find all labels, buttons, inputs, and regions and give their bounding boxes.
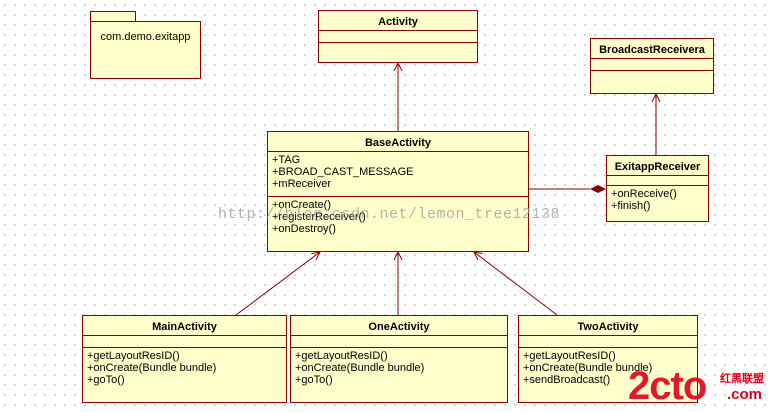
class-name: Activity bbox=[319, 11, 477, 31]
attribute-item: +mReceiver bbox=[272, 178, 331, 190]
composition-diamond bbox=[590, 185, 606, 193]
attributes-section bbox=[319, 31, 477, 43]
watermark-url: http://blog.csdn.net/lemon_tree12138 bbox=[218, 206, 561, 223]
methods-section: +onCreate() +registerReceiver() +onDestr… bbox=[268, 197, 528, 237]
class-two-activity[interactable]: TwoActivity +getLayoutResID() +onCreate(… bbox=[518, 315, 698, 403]
attributes-section bbox=[291, 336, 507, 348]
method-item: +onCreate() bbox=[272, 199, 332, 211]
class-name: MainActivity bbox=[83, 316, 286, 336]
methods-section: +getLayoutResID() +onCreate(Bundle bundl… bbox=[291, 348, 507, 388]
class-name: BroadcastReceivera bbox=[591, 39, 713, 59]
class-name: OneActivity bbox=[291, 316, 507, 336]
logo-cn-text: 红黑联盟 bbox=[720, 373, 764, 385]
method-item: +getLayoutResID() bbox=[295, 350, 388, 362]
package-name: com.demo.exitapp bbox=[100, 31, 191, 43]
method-item: +onReceive() bbox=[611, 188, 677, 200]
logo-big-text: 2cto bbox=[628, 364, 707, 408]
method-item: +onCreate(Bundle bundle) bbox=[87, 362, 217, 374]
class-name: BaseActivity bbox=[268, 132, 528, 152]
class-name: TwoActivity bbox=[519, 316, 697, 336]
attributes-section: +TAG +BROAD_CAST_MESSAGE +mReceiver bbox=[268, 152, 528, 197]
class-one-activity[interactable]: OneActivity +getLayoutResID() +onCreate(… bbox=[290, 315, 508, 403]
methods-section: +getLayoutResID() +onCreate(Bundle bundl… bbox=[83, 348, 286, 388]
method-item: +onCreate(Bundle bundle) bbox=[523, 362, 653, 374]
generalization-main-to-base bbox=[235, 252, 320, 316]
method-item: +getLayoutResID() bbox=[523, 350, 616, 362]
logo-com-text: .com bbox=[726, 386, 762, 403]
class-name: ExitappReceiver bbox=[607, 156, 708, 176]
methods-section: +onReceive() +finish() bbox=[607, 186, 708, 214]
method-item: +onDestroy() bbox=[272, 223, 336, 235]
attributes-section bbox=[519, 336, 697, 348]
package[interactable]: com.demo.exitapp bbox=[90, 21, 201, 79]
method-item: +getLayoutResID() bbox=[87, 350, 180, 362]
attribute-item: +TAG bbox=[272, 154, 301, 166]
class-base-activity[interactable]: BaseActivity +TAG +BROAD_CAST_MESSAGE +m… bbox=[267, 131, 529, 252]
method-item: +goTo() bbox=[295, 374, 333, 386]
class-activity[interactable]: Activity bbox=[318, 10, 478, 63]
site-logo: 2cto 红黑联盟 .com bbox=[628, 362, 766, 410]
method-item: +finish() bbox=[611, 200, 651, 212]
class-main-activity[interactable]: MainActivity +getLayoutResID() +onCreate… bbox=[82, 315, 287, 403]
methods-section: +getLayoutResID() +onCreate(Bundle bundl… bbox=[519, 348, 697, 388]
attributes-section bbox=[591, 59, 713, 71]
generalization-two-to-base bbox=[474, 252, 558, 316]
methods-section bbox=[319, 43, 477, 61]
method-item: +goTo() bbox=[87, 374, 125, 386]
attribute-item: +BROAD_CAST_MESSAGE bbox=[272, 166, 414, 178]
method-item: +registerReceiver() bbox=[272, 211, 366, 223]
class-broadcast-receiver[interactable]: BroadcastReceivera bbox=[590, 38, 714, 94]
class-exitapp-receiver[interactable]: ExitappReceiver +onReceive() +finish() bbox=[606, 155, 709, 222]
method-item: +sendBroadcast() bbox=[523, 374, 611, 386]
method-item: +onCreate(Bundle bundle) bbox=[295, 362, 425, 374]
methods-section bbox=[591, 71, 713, 93]
attributes-section bbox=[607, 176, 708, 186]
attributes-section bbox=[83, 336, 286, 348]
